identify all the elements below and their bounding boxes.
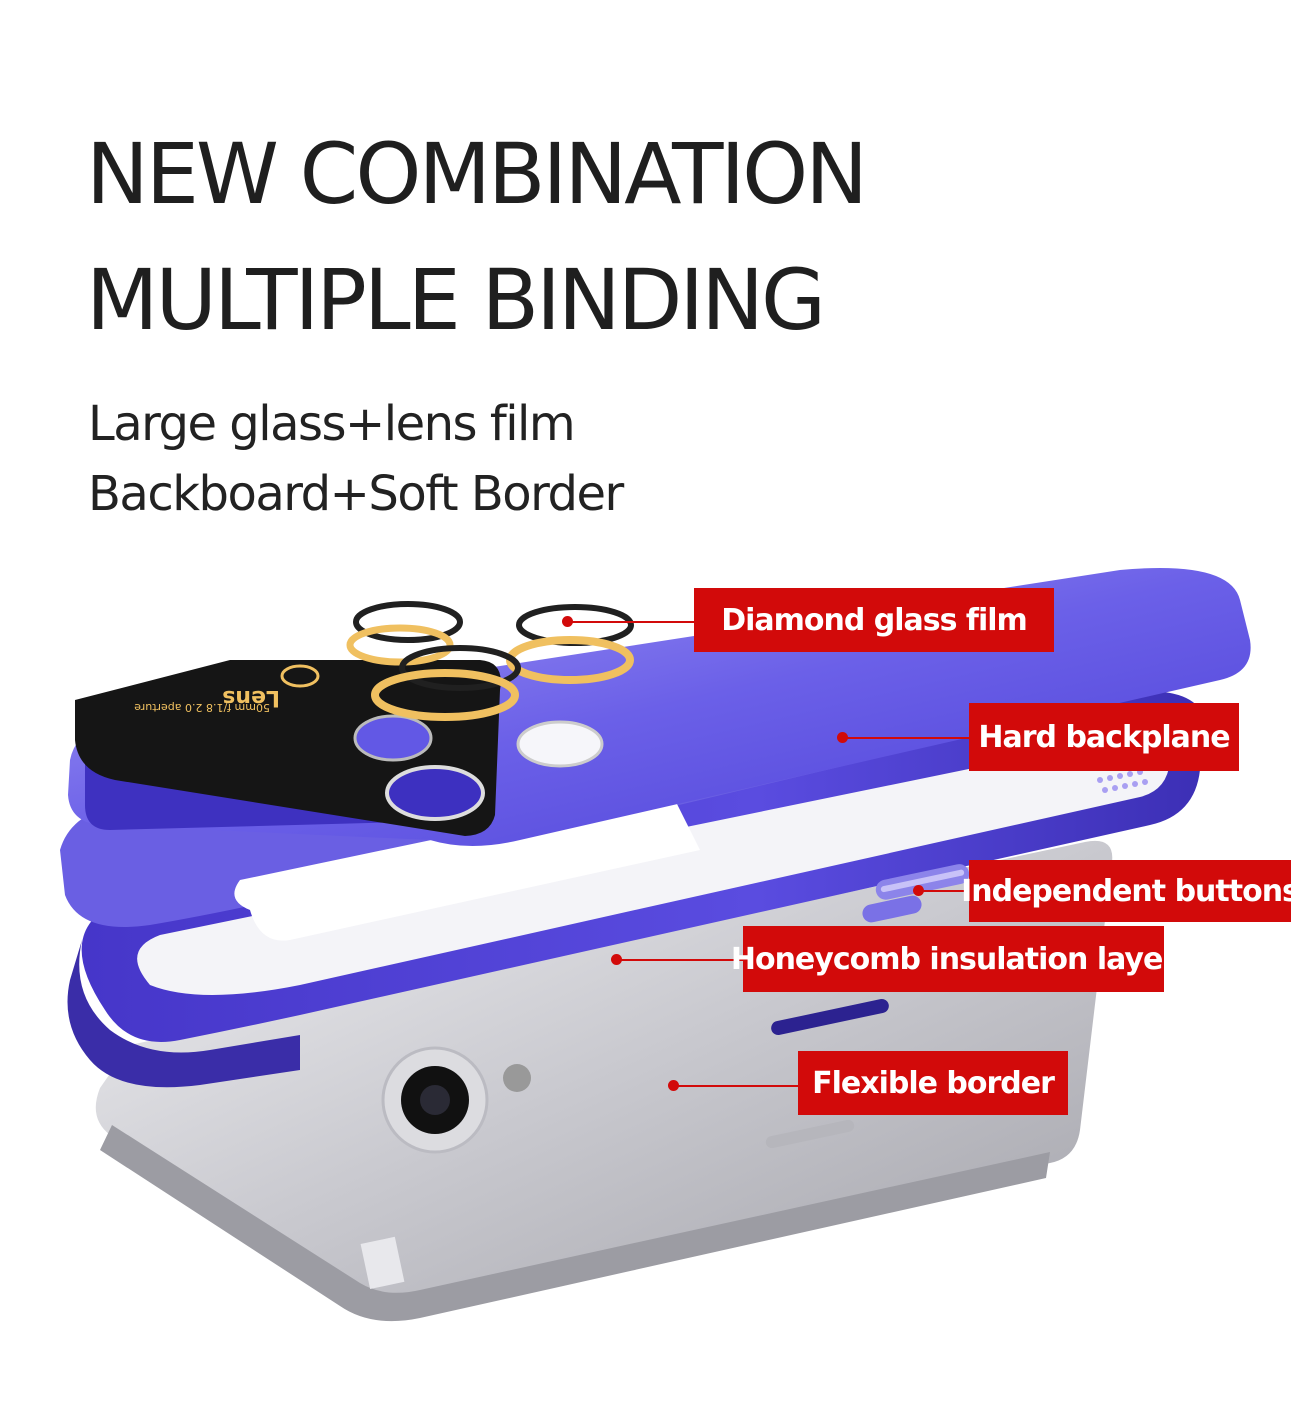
- subheadline-line-2: Backboard+Soft Border: [88, 466, 624, 522]
- phone-side-button: [765, 1119, 855, 1149]
- callout-dot-honeycomb-layer: [611, 954, 622, 965]
- callout-dot-flexible-border: [668, 1080, 679, 1091]
- exploded-case-illustration: Lens 50mm f/1.8 2.0 aperture: [60, 568, 1251, 1322]
- callout-line-flexible-border: [674, 1085, 798, 1087]
- callout-honeycomb-insulation-layer: Honeycomb insulation layer: [731, 926, 1177, 992]
- flexible-border-layer: [67, 690, 1206, 1088]
- lens-plate-brand-text: Lens: [222, 685, 280, 710]
- callout-line-independent-buttons: [919, 890, 969, 892]
- callout-diamond-glass-film: Diamond glass film: [694, 588, 1054, 652]
- honeycomb-vent-icon: [1097, 769, 1148, 793]
- callout-dot-hard-backplane: [837, 732, 848, 743]
- callout-line-hard-backplane: [843, 737, 969, 739]
- callout-dot-independent-buttons: [913, 885, 924, 896]
- headline-line-1: NEW COMBINATION: [86, 125, 868, 223]
- phone-camera-icon: [381, 1046, 531, 1154]
- camera-lens-plate: Lens 50mm f/1.8 2.0 aperture: [75, 660, 604, 836]
- callout-line-diamond-glass: [568, 621, 694, 623]
- callout-hard-backplane: Hard backplane: [969, 703, 1239, 771]
- lens-plate-detail-text: 50mm f/1.8 2.0 aperture: [134, 701, 270, 714]
- callout-flexible-border: Flexible border: [798, 1051, 1068, 1115]
- lens-film-rings: [280, 601, 634, 721]
- callout-dot-diamond-glass: [562, 616, 573, 627]
- independent-buttons: [862, 864, 970, 923]
- subheadline-line-1: Large glass+lens film: [88, 396, 576, 452]
- headline-line-2: MULTIPLE BINDING: [86, 251, 826, 349]
- callout-line-honeycomb-layer: [617, 959, 743, 961]
- callout-independent-buttons: Independent buttons: [961, 860, 1300, 922]
